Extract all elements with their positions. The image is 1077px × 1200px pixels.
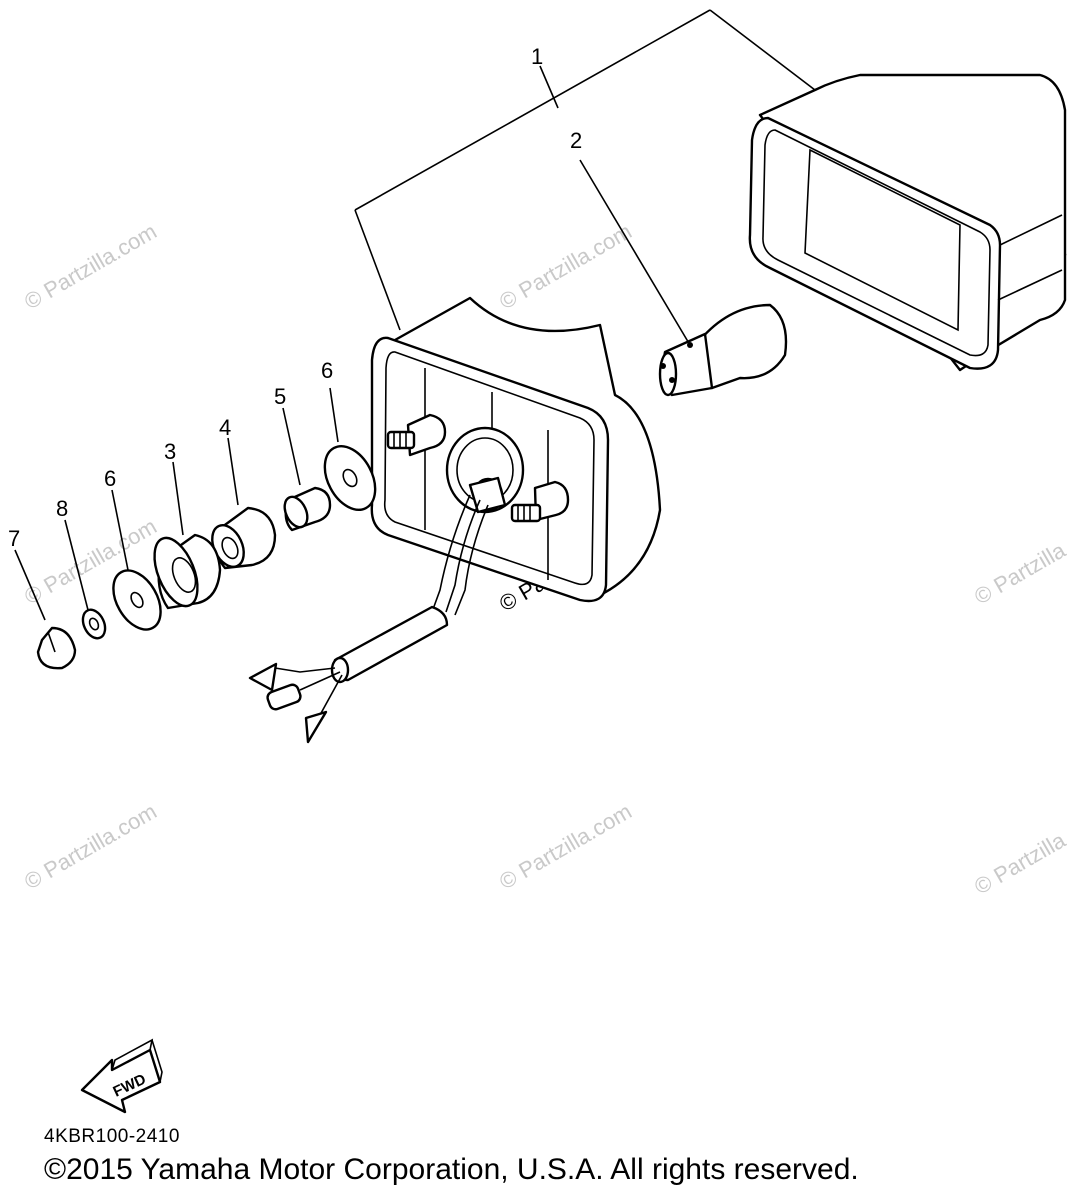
watermark: © Partzilla bbox=[970, 827, 1070, 899]
callout-number: 5 bbox=[274, 384, 286, 409]
callout-1-bracket bbox=[354, 9, 816, 331]
callout-number: 2 bbox=[570, 128, 582, 153]
lamp-housing bbox=[370, 296, 662, 603]
callout-number: 1 bbox=[531, 44, 543, 69]
callout-number: 8 bbox=[56, 496, 68, 521]
grommet bbox=[211, 437, 277, 570]
callout-numbers: 1 2 3 4 5 6 6 7 8 bbox=[8, 44, 582, 551]
copyright-notice: ©2015 Yamaha Motor Corporation, U.S.A. A… bbox=[44, 1153, 859, 1186]
watermark: © Partzilla.com bbox=[20, 799, 161, 895]
lock-washer bbox=[64, 519, 107, 640]
stud-left bbox=[386, 430, 416, 450]
watermark: © Partzilla.com bbox=[495, 219, 636, 315]
callout-number: 4 bbox=[219, 415, 231, 440]
callout-number: 6 bbox=[104, 466, 116, 491]
watermark: © Partzilla.com bbox=[495, 799, 636, 895]
reference-code: 4KBR100-2410 bbox=[44, 1126, 180, 1147]
callout-number: 3 bbox=[164, 439, 176, 464]
fwd-arrow-icon: FWD bbox=[80, 1038, 163, 1114]
rubber-spacer bbox=[153, 461, 222, 610]
cap-nut bbox=[14, 549, 77, 670]
callout-number: 7 bbox=[8, 526, 20, 551]
bulb bbox=[579, 159, 788, 397]
collar bbox=[282, 407, 332, 532]
watermark: © Partzilla bbox=[970, 537, 1070, 609]
watermark: © Partzilla.com bbox=[20, 219, 161, 315]
tail-lamp-lens bbox=[748, 73, 1067, 372]
wiring-harness bbox=[248, 494, 489, 744]
stud-right bbox=[510, 503, 542, 523]
washer-left bbox=[111, 489, 162, 631]
callout-number: 6 bbox=[321, 358, 333, 383]
washer-right bbox=[323, 387, 377, 511]
